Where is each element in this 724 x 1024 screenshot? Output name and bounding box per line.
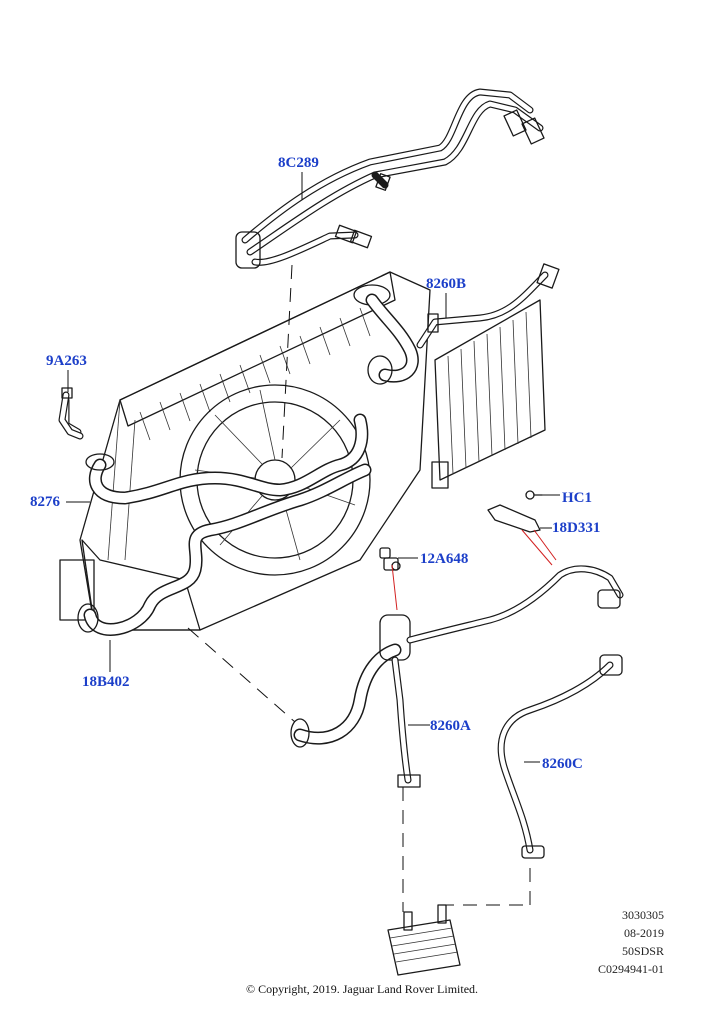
reference-dashes (187, 264, 531, 912)
hose-8260c (497, 654, 623, 859)
callout-8276: 8276 (30, 494, 60, 510)
meta-model: 50SDSR (621, 944, 664, 958)
callout-9a263: 9A263 (46, 353, 87, 369)
bleed-pipe-9a263 (58, 387, 84, 440)
oil-cooler (387, 904, 461, 976)
callout-8260c: 8260C (542, 756, 583, 772)
callout-hc1: HC1 (562, 490, 592, 506)
pipe-bundle-8c289 (235, 88, 545, 269)
leader-lines (66, 172, 560, 763)
sensor-12a648 (379, 547, 401, 571)
hose-8260a (290, 565, 624, 788)
auxiliary-cooler (431, 299, 546, 489)
callout-18b402: 18B402 (82, 674, 130, 690)
meta-code: 3030305 (622, 908, 664, 922)
copyright-notice: © Copyright, 2019. Jaguar Land Rover Lim… (245, 982, 479, 996)
hose-8260b (353, 263, 560, 385)
bracket-18d331 (487, 490, 543, 533)
radiator-fan-module (59, 271, 431, 631)
meta-ref: C0294941-01 (598, 962, 664, 976)
callout-18d331: 18D331 (552, 520, 601, 536)
meta-block: 3030305 08-2019 50SDSR C0294941-01 (560, 908, 664, 976)
meta-date: 08-2019 (624, 926, 664, 940)
callout-8c289: 8C289 (278, 155, 319, 171)
callout-12a648: 12A648 (420, 551, 469, 567)
callout-8260a: 8260A (430, 718, 471, 734)
hose-18b402 (77, 463, 372, 636)
callout-8260b: 8260B (426, 276, 467, 292)
